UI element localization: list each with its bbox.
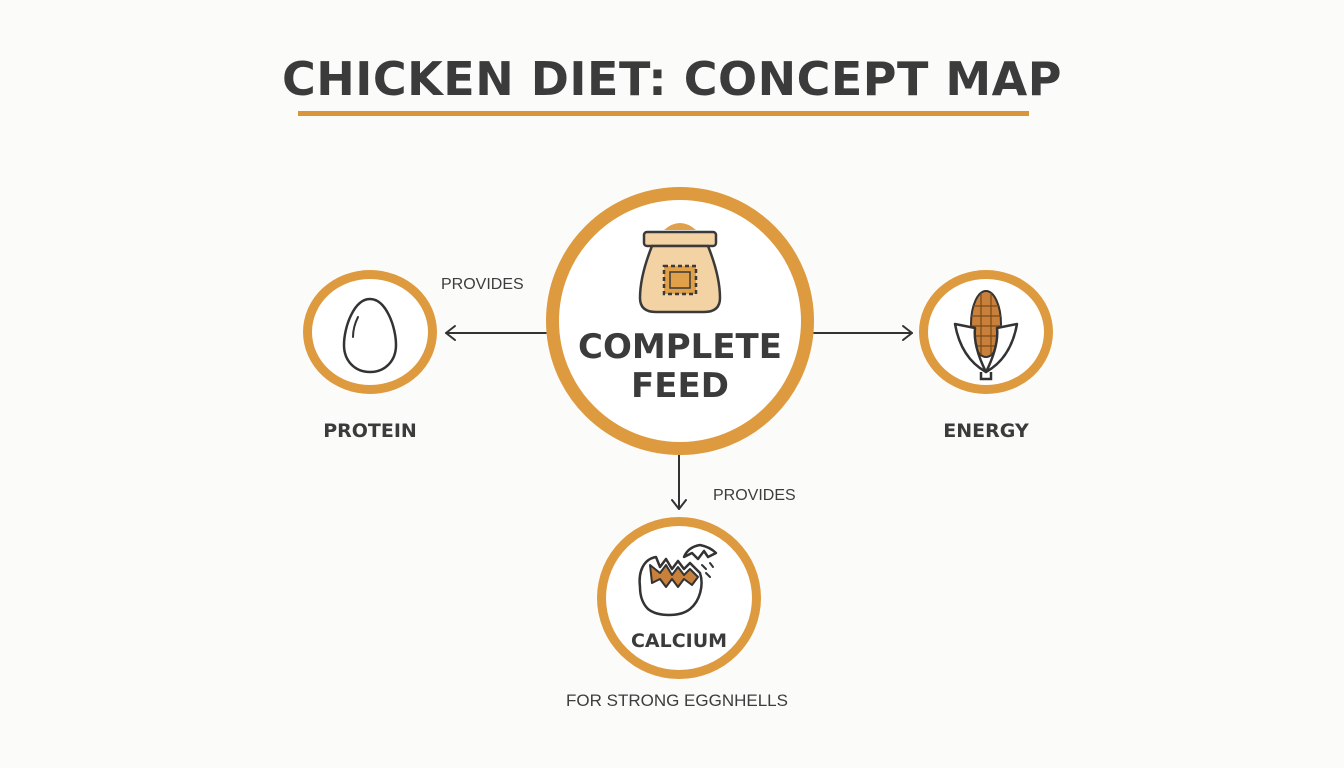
calcium-node <box>597 517 761 679</box>
page-title: CHICKEN DIET: CONCEPT MAP <box>282 52 1062 106</box>
calcium-note: FOR STRONG EGGNHELLS <box>566 691 788 710</box>
energy-label: ENERGY <box>943 420 1029 442</box>
complete-feed-label-line1: COMPLETE <box>578 327 782 367</box>
complete-feed-label: COMPLETE FEED <box>546 327 814 407</box>
edge-to-calcium <box>671 454 687 510</box>
edge-label-protein: PROVIDES <box>441 276 524 293</box>
feed-sack-icon <box>638 223 722 314</box>
protein-label: PROTEIN <box>323 420 417 442</box>
edge-label-calcium: PROVIDES <box>713 487 796 504</box>
corn-icon <box>953 290 1019 381</box>
title-underline <box>298 111 1029 116</box>
cracked-eggshell-icon <box>638 543 718 617</box>
egg-icon <box>342 297 398 374</box>
edge-to-protein <box>445 325 547 341</box>
edge-to-energy <box>813 325 913 341</box>
complete-feed-label-line2: FEED <box>631 366 729 407</box>
calcium-label: CALCIUM <box>630 630 728 652</box>
